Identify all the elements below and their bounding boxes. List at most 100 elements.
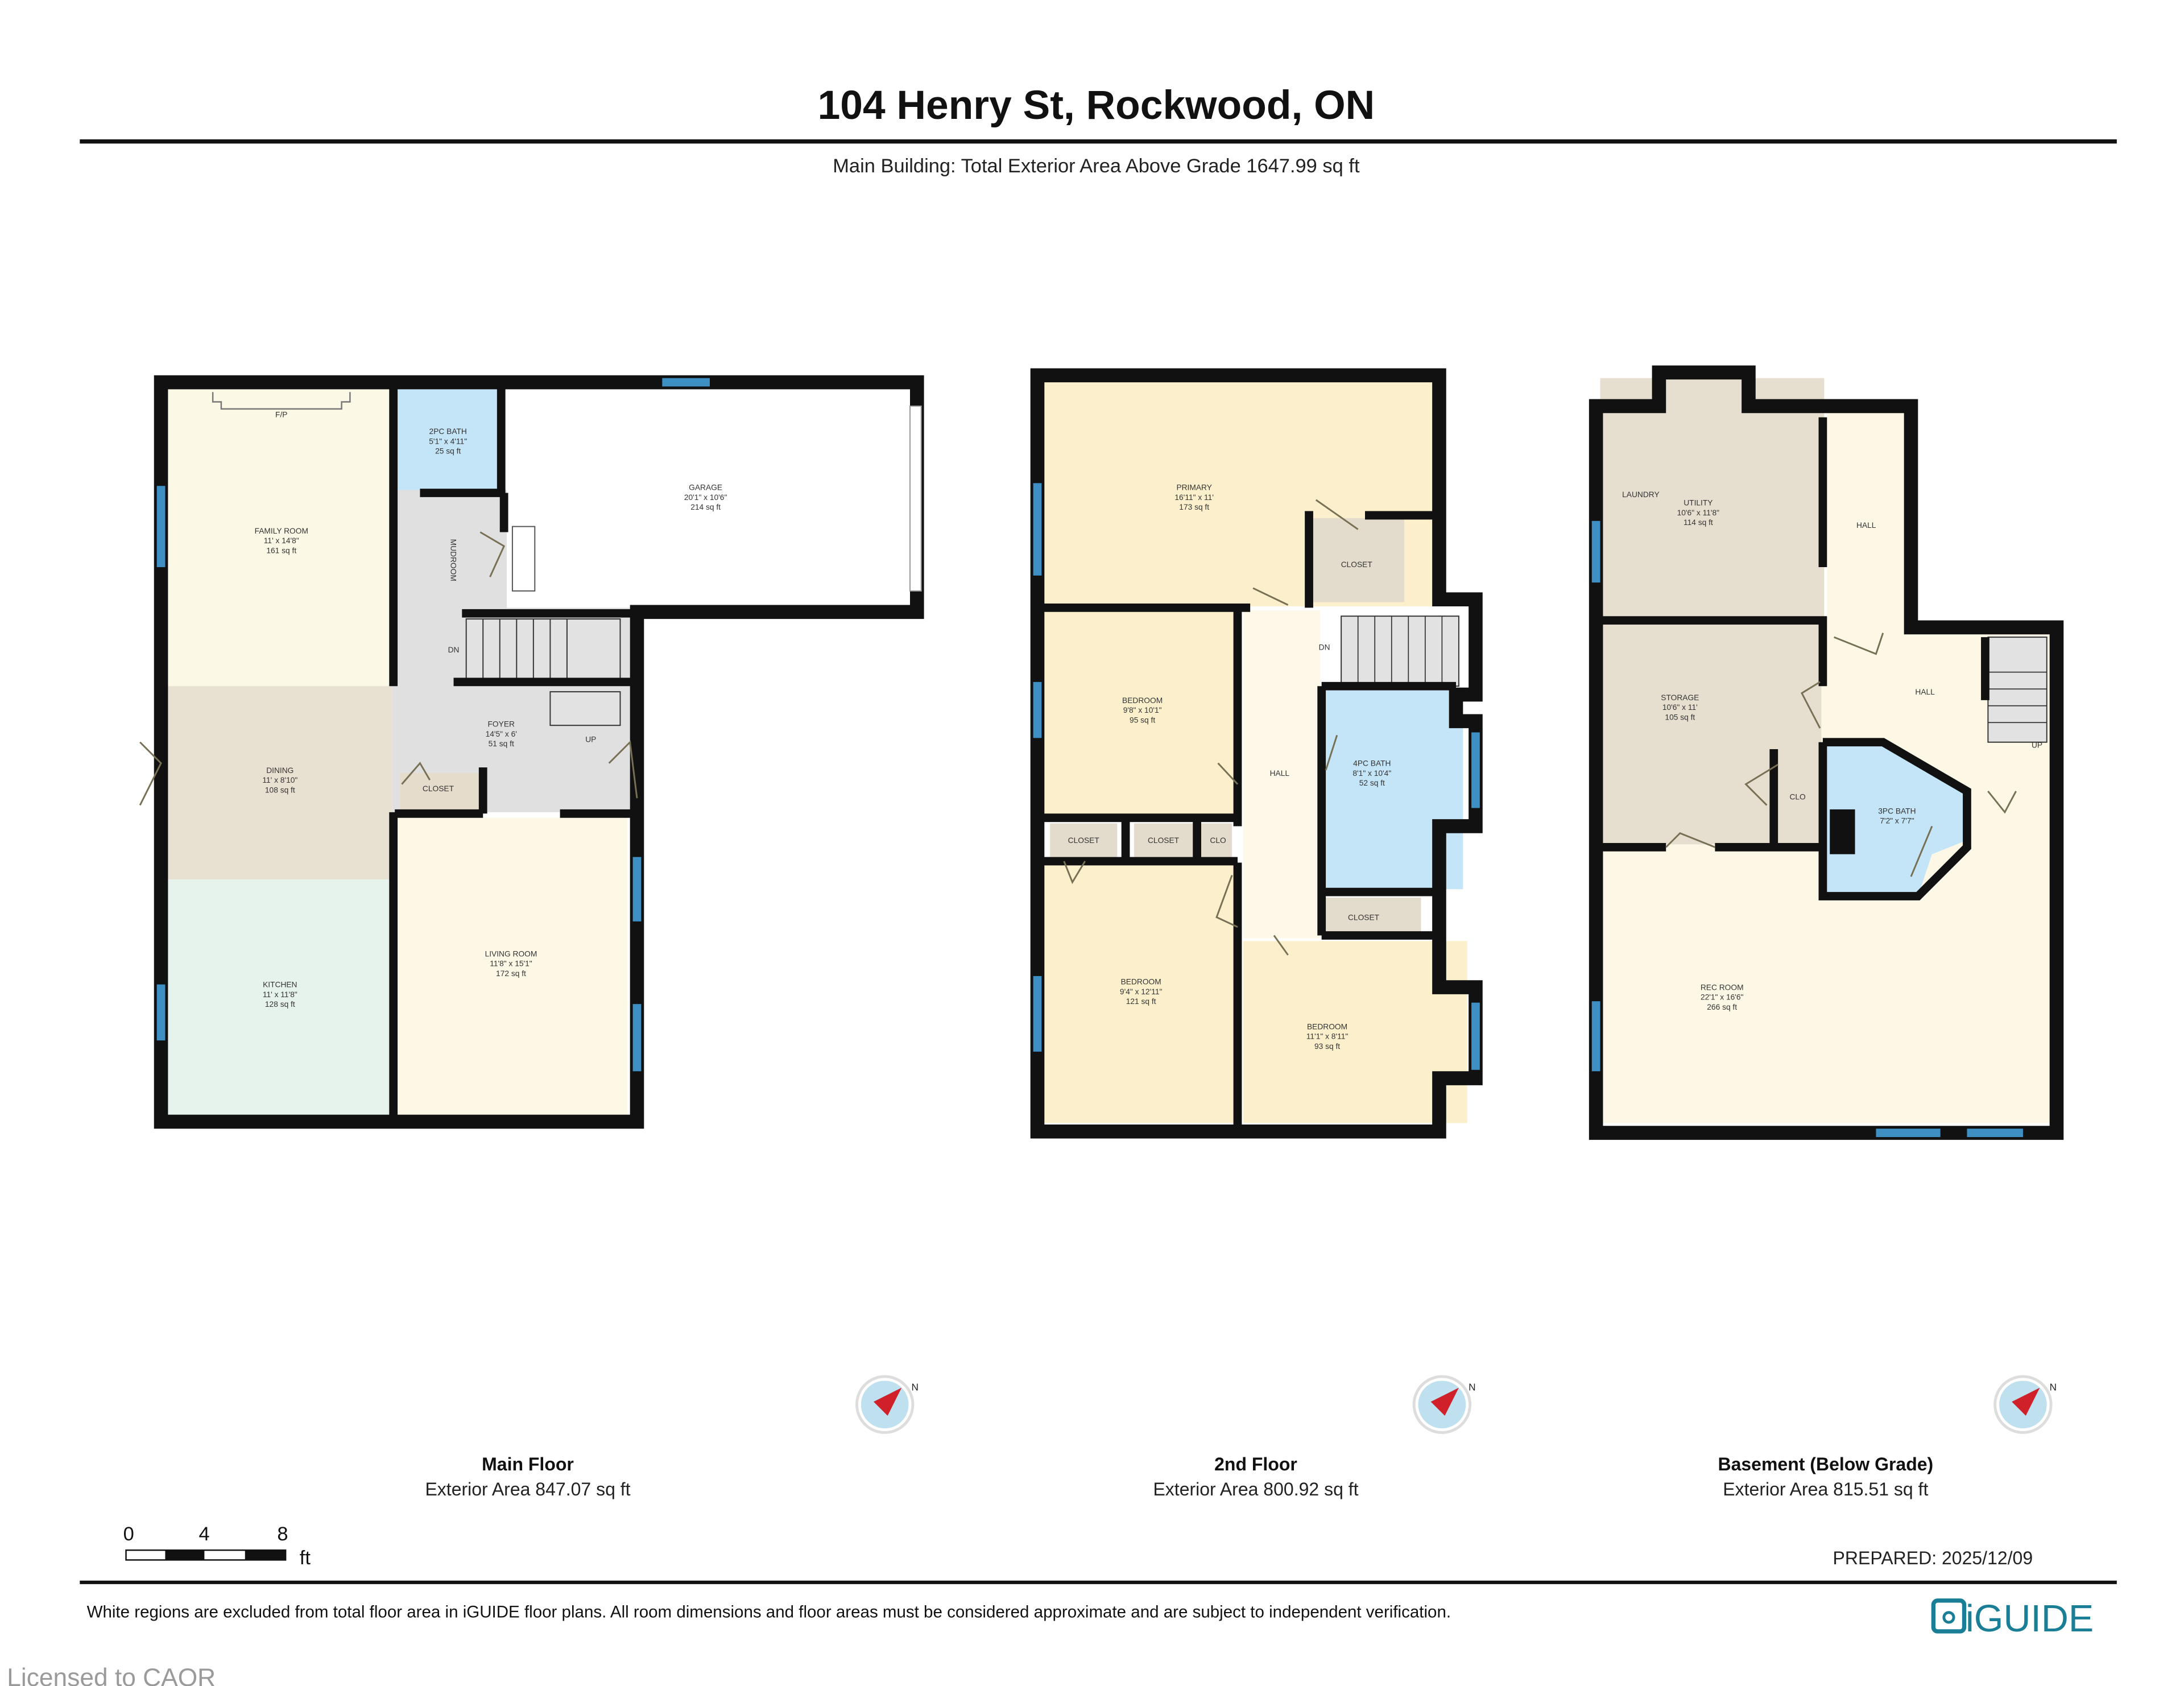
room-area: 121 sq ft [1126, 997, 1156, 1006]
window [1967, 1129, 2023, 1137]
room-dims: 10'6" x 11'8" [1677, 509, 1720, 517]
watermark: Licensed to CAOR [7, 1664, 216, 1686]
room-label: REC ROOM [1701, 983, 1744, 991]
room-dims: 9'4" x 12'11" [1120, 987, 1163, 996]
window [632, 857, 642, 921]
room-label: MUDROOM [449, 539, 458, 581]
floor-name-basement: Basement (Below Grade) [1718, 1454, 1933, 1474]
window [156, 984, 166, 1041]
stairs-up [549, 691, 621, 726]
main-floor-interior-walls [389, 382, 637, 1122]
window [1876, 1129, 1941, 1137]
room-area: 105 sq ft [1665, 713, 1695, 721]
scale-bar: 0 4 8 ft [123, 1523, 311, 1569]
floor-name-main: Main Floor [482, 1454, 574, 1474]
room-dims: 10'6" x 11' [1662, 703, 1698, 712]
room-bedroom [1043, 862, 1239, 1123]
stairs-label-down: DN [448, 646, 460, 654]
room-area: 128 sq ft [265, 1000, 295, 1009]
room-label: LIVING ROOM [485, 949, 537, 958]
compass-north-label: N [2050, 1382, 2057, 1393]
room-label: 3PC BATH [1878, 807, 1916, 815]
stair-treads [1357, 616, 1443, 687]
room-label: 4PC BATH [1353, 759, 1391, 768]
room-closet [1326, 898, 1421, 935]
window [1033, 976, 1042, 1052]
room-closet [1309, 518, 1404, 602]
room-dims: 11' x 11'8" [263, 990, 297, 999]
room-area: 214 sq ft [690, 503, 721, 511]
room-label: CLOSET [423, 784, 454, 793]
room-label: BEDROOM [1122, 696, 1163, 705]
room-2pc-bath [398, 389, 502, 490]
room-dims: 9'8" x 10'1" [1123, 706, 1162, 714]
window [1471, 732, 1480, 808]
iguide-logo: iGUIDE [1931, 1598, 2094, 1640]
window [1591, 1001, 1600, 1072]
room-dims: 5'1" x 4'11" [429, 437, 467, 445]
room-bedroom [1043, 610, 1239, 818]
room-label: FAMILY ROOM [255, 527, 308, 535]
room-dining [168, 686, 392, 880]
scale-tick-4: 4 [199, 1523, 210, 1545]
floor-area-main: Exterior Area 847.07 sq ft [425, 1479, 630, 1499]
room-label: BEDROOM [1121, 978, 1161, 986]
door-swing [1063, 499, 1359, 956]
room-label: CLOSET [1068, 836, 1100, 845]
room-label: HALL [1270, 769, 1290, 778]
room-label: 2PC BATH [429, 427, 467, 436]
room-label: UTILITY [1684, 499, 1713, 507]
room-label: LAUNDRY [1622, 490, 1660, 499]
stairs-up [1987, 637, 2048, 743]
room-dims: 22'1" x 16'6" [1701, 993, 1744, 1002]
room-living-room [398, 817, 627, 1115]
window [662, 378, 710, 387]
room-label: CLO [1789, 793, 1806, 801]
page-title: 104 Henry St, Rockwood, ON [818, 82, 1375, 128]
window [1471, 1002, 1480, 1070]
main-floor-plan: F/P FAMILY ROOM 11' x 14'8" 161 sq ft 2P… [139, 375, 924, 1129]
scale-tick-8: 8 [277, 1523, 288, 1545]
stair-treads [1988, 671, 2047, 724]
room-area: 172 sq ft [496, 969, 526, 978]
room-label: CLO [1210, 836, 1226, 845]
door-swing [139, 531, 638, 806]
room-dims: 8'1" x 10'4" [1352, 769, 1391, 778]
fireplace-shape [212, 392, 351, 410]
room-dims: 20'1" x 10'6" [684, 493, 727, 502]
compass-north-label: N [911, 1382, 918, 1393]
room-label: KITCHEN [263, 981, 297, 989]
stairs-label-down: DN [1319, 643, 1330, 651]
floor-name-second: 2nd Floor [1214, 1454, 1297, 1474]
room-family-room [168, 389, 392, 687]
room-area: 266 sq ft [1707, 1003, 1737, 1011]
logo-text: iGUIDE [1966, 1598, 2094, 1640]
room-area: 51 sq ft [489, 739, 514, 748]
room-3pc-bath [1824, 745, 1967, 896]
floor-area-second: Exterior Area 800.92 sq ft [1153, 1479, 1358, 1499]
room-dims: 14'5" x 6' [486, 730, 517, 738]
window [1591, 520, 1600, 583]
room-area: 114 sq ft [1684, 518, 1713, 527]
room-area: 52 sq ft [1359, 779, 1385, 787]
room-garage [507, 389, 913, 608]
room-label: HALL [1915, 688, 1935, 696]
scale-tick-0: 0 [123, 1523, 134, 1545]
floor-area-basement: Exterior Area 815.51 sq ft [1723, 1479, 1928, 1499]
room-bedroom [1243, 941, 1467, 1123]
room-area: 173 sq ft [1179, 503, 1209, 511]
window [1033, 681, 1042, 738]
compass-icon: N [855, 1375, 919, 1434]
room-label: CLOSET [1148, 836, 1180, 845]
room-clo [1773, 751, 1822, 845]
window [632, 1004, 642, 1072]
compass-icon: N [1412, 1375, 1476, 1434]
room-label: BEDROOM [1307, 1022, 1347, 1031]
room-label: HALL [1856, 521, 1876, 530]
room-area: 95 sq ft [1130, 716, 1155, 724]
room-hall [1827, 410, 1909, 635]
room-utility [1600, 378, 1825, 617]
door-swing [1665, 633, 2017, 877]
room-dims: 7'2" x 7'7" [1880, 817, 1914, 825]
garage-door [909, 405, 922, 592]
